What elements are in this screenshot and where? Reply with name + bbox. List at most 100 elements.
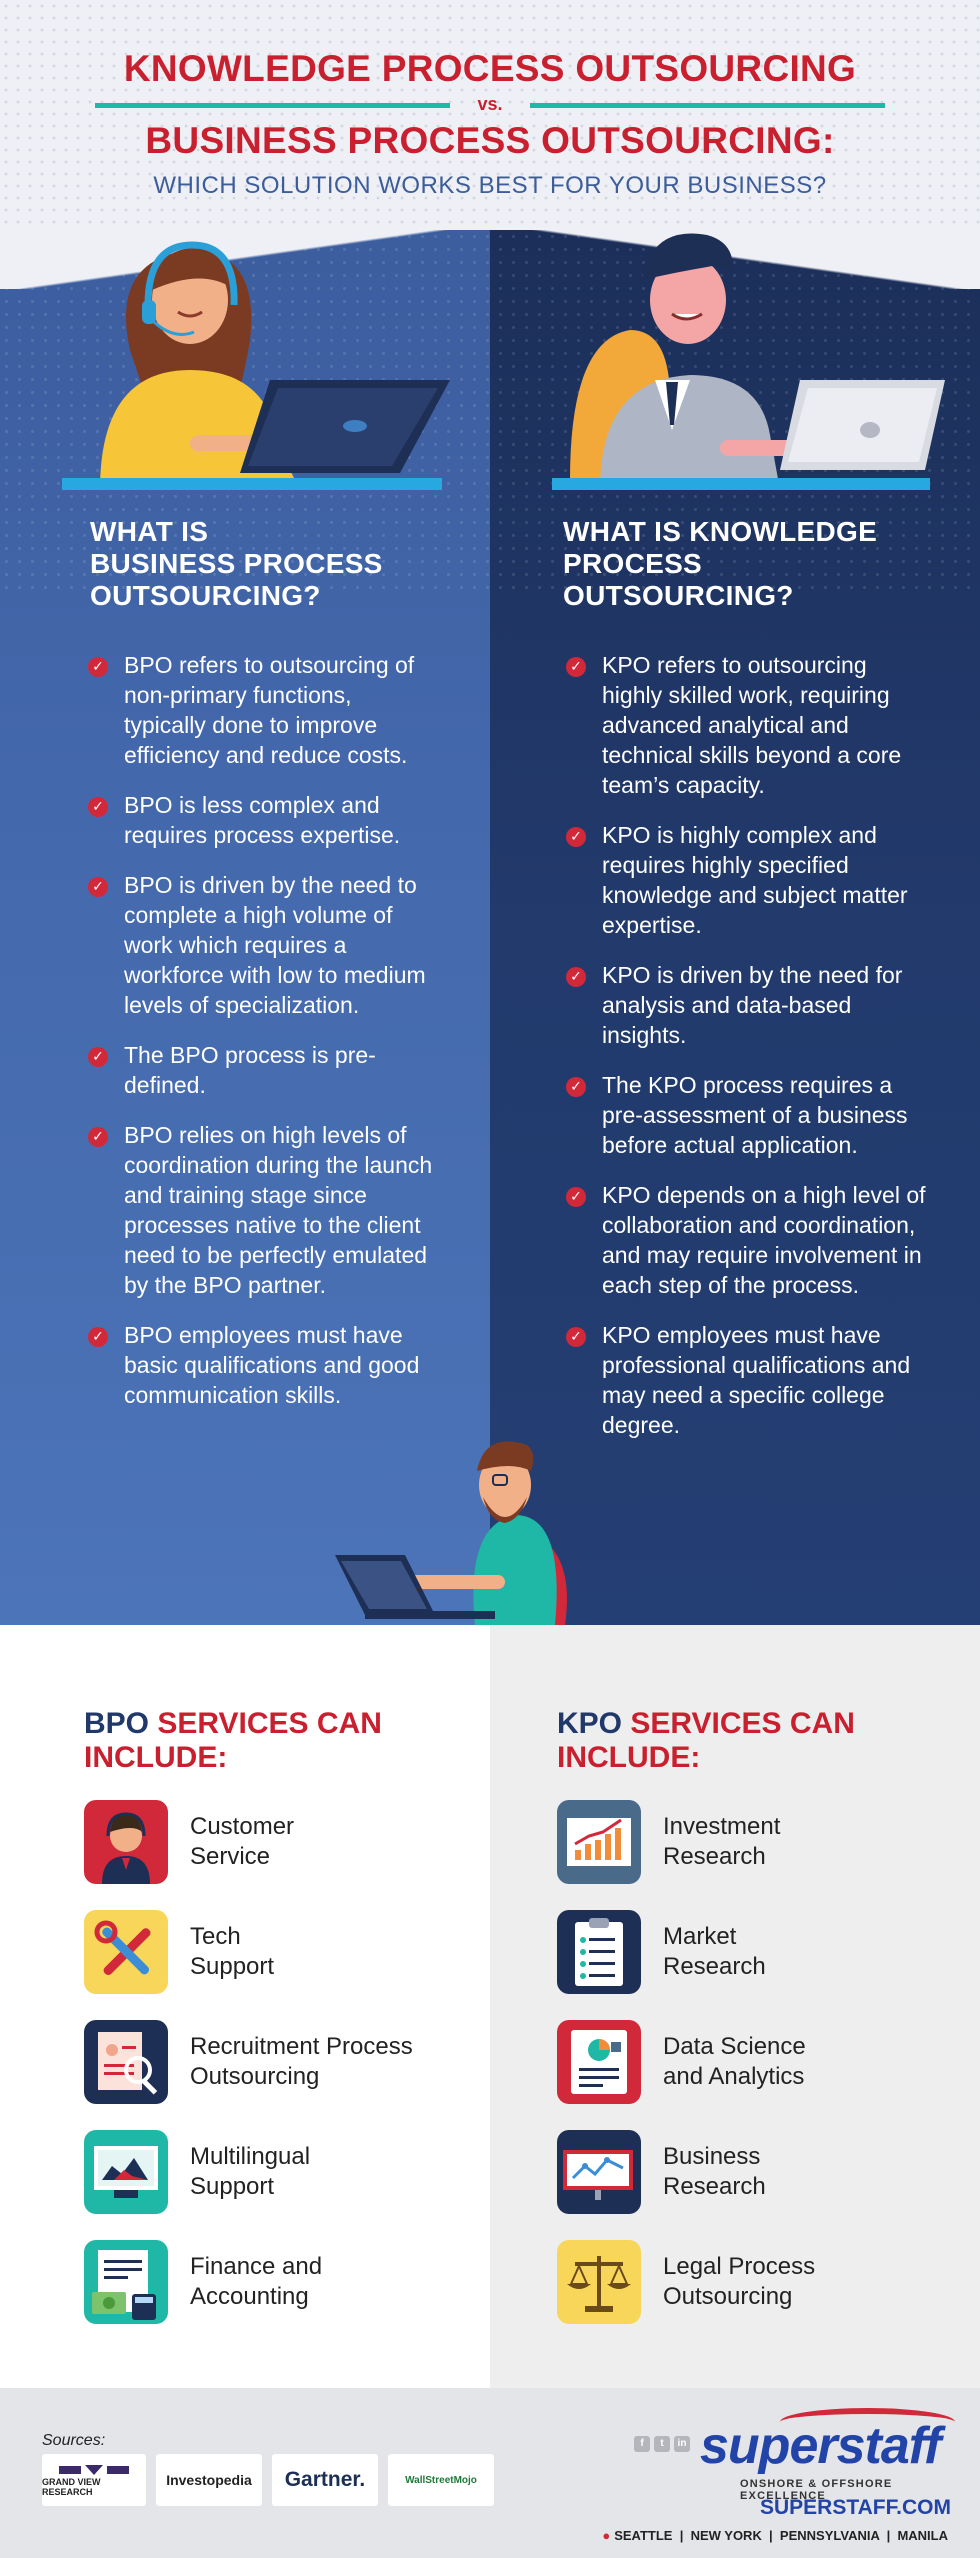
brand-tagline: ONSHORE & OFFSHORE EXCELLENCE xyxy=(740,2478,893,2502)
kpo-heading-line: OUTSOURCING? xyxy=(563,580,794,611)
desk-right xyxy=(552,478,930,490)
include-label: INCLUDE: xyxy=(557,1741,701,1774)
service-label-line: Data Science xyxy=(663,2033,806,2060)
bpo-heading-line: WHAT IS xyxy=(90,516,209,547)
twitter-icon[interactable]: t xyxy=(654,2436,670,2452)
service-label-line: Recruitment Process xyxy=(190,2033,413,2060)
service-label-line: Research xyxy=(663,1843,766,1870)
bpo-points-list: ✓ BPO refers to outsourcing of non-prima… xyxy=(88,650,438,1410)
facebook-icon[interactable]: f xyxy=(634,2436,650,2452)
bpo-heading-line: BUSINESS PROCESS xyxy=(90,548,383,579)
kpo-point: ✓ KPO is highly complex and requires hig… xyxy=(566,820,930,940)
kpo-heading: WHAT IS KNOWLEDGE PROCESS OUTSOURCING? xyxy=(563,516,877,612)
grand-view-logo-icon xyxy=(59,2465,129,2475)
checkmark-icon: ✓ xyxy=(88,797,108,817)
location: PENNSYLVANIA xyxy=(779,2528,880,2543)
kpo-heading-line: PROCESS xyxy=(563,548,703,579)
bpo-point: ✓ BPO refers to outsourcing of non-prima… xyxy=(88,650,438,770)
location: NEW YORK xyxy=(690,2528,762,2543)
website-link[interactable]: SUPERSTAFF.COM xyxy=(760,2496,951,2519)
kpo-abbr: KPO xyxy=(557,1707,623,1740)
checkmark-icon: ✓ xyxy=(88,657,108,677)
investment-chart-icon xyxy=(557,1800,641,1884)
checkmark-icon: ✓ xyxy=(566,1077,586,1097)
bpo-point: ✓ BPO is less complex and requires proce… xyxy=(88,790,438,850)
checkmark-icon: ✓ xyxy=(88,877,108,897)
kpo-services-heading: KPO SERVICES CAN INCLUDE: xyxy=(557,1707,855,1775)
title-bpo: BUSINESS PROCESS OUTSOURCING: xyxy=(145,120,835,161)
scales-icon xyxy=(557,2240,641,2324)
service-label-line: Service xyxy=(190,1843,271,1870)
kpo-point-text: KPO employees must have professional qua… xyxy=(602,1322,911,1438)
source-name: Gartner. xyxy=(284,2468,366,2491)
bpo-point-text: BPO employees must have basic qualificat… xyxy=(124,1322,420,1408)
kpo-point: ✓ KPO is driven by the need for analysis… xyxy=(566,960,930,1050)
kpo-point-text: KPO refers to outsourcing highly skilled… xyxy=(602,652,902,798)
source-logo-wallstreetmojo[interactable]: WallStreetMojo xyxy=(388,2454,494,2506)
subtitle: WHICH SOLUTION WORKS BEST FOR YOUR BUSIN… xyxy=(153,172,827,199)
bpo-point: ✓ BPO is driven by the need to complete … xyxy=(88,870,438,1020)
clipboard-icon xyxy=(557,1910,641,1994)
multilingual-icon xyxy=(84,2130,168,2214)
source-name: Investopedia xyxy=(166,2472,252,2488)
tech-support-icon xyxy=(84,1910,168,1994)
checkmark-icon: ✓ xyxy=(566,1327,586,1347)
checkmark-icon: ✓ xyxy=(566,967,586,987)
bpo-point-text: BPO refers to outsourcing of non-primary… xyxy=(124,652,415,768)
kpo-point: ✓ KPO depends on a high level of collabo… xyxy=(566,1180,930,1300)
office-locations: ●SEATTLE | NEW YORK | PENNSYLVANIA | MAN… xyxy=(602,2528,948,2543)
bpo-services-heading: BPO SERVICES CAN INCLUDE: xyxy=(84,1707,382,1775)
data-analytics-icon xyxy=(557,2020,641,2104)
kpo-point: ✓ KPO refers to outsourcing highly skill… xyxy=(566,650,930,800)
desk-left xyxy=(62,478,442,490)
bpo-services-panel xyxy=(0,1625,490,2388)
source-logo-grand-view-research[interactable]: GRAND VIEW RESEARCH xyxy=(42,2454,146,2506)
service-label-line: Market xyxy=(663,1923,737,1950)
kpo-point: ✓ The KPO process requires a pre-assessm… xyxy=(566,1070,930,1160)
service-label-line: Customer xyxy=(190,1813,295,1840)
slant-edge-left xyxy=(0,229,490,289)
slant-edge-right xyxy=(490,229,980,289)
business-chart-icon xyxy=(557,2130,641,2214)
kpo-point-text: KPO is highly complex and requires highl… xyxy=(602,822,908,938)
vs-divider: vs. xyxy=(95,94,885,118)
checkmark-icon: ✓ xyxy=(88,1327,108,1347)
services-can-label: SERVICES CAN xyxy=(622,1707,855,1740)
bpo-heading: WHAT IS BUSINESS PROCESS OUTSOURCING? xyxy=(90,516,383,612)
source-logo-investopedia[interactable]: Investopedia xyxy=(156,2454,262,2506)
bpo-point: ✓ BPO relies on high levels of coordinat… xyxy=(88,1120,438,1300)
service-label-line: Support xyxy=(190,1953,275,1980)
checkmark-icon: ✓ xyxy=(88,1047,108,1067)
header: KNOWLEDGE PROCESS OUTSOURCING vs. BUSINE… xyxy=(0,0,980,230)
service-label-line: Investment xyxy=(663,1813,781,1840)
service-label-line: Tech xyxy=(190,1923,241,1950)
location: SEATTLE xyxy=(614,2528,673,2543)
comparison-section: WHAT IS BUSINESS PROCESS OUTSOURCING? ✓ … xyxy=(0,229,980,1625)
location: MANILA xyxy=(897,2528,948,2543)
brand-swoosh-icon xyxy=(780,2408,955,2436)
service-label-line: Finance and xyxy=(190,2253,323,2280)
bpo-point: ✓ BPO employees must have basic qualific… xyxy=(88,1320,438,1410)
checkmark-icon: ✓ xyxy=(566,1187,586,1207)
linkedin-icon[interactable]: in xyxy=(674,2436,690,2452)
source-logo-gartner[interactable]: Gartner. xyxy=(272,2454,378,2506)
brand-logo[interactable]: superstaff xyxy=(700,2417,941,2475)
analyst-illustration xyxy=(570,233,945,490)
checkmark-icon: ✓ xyxy=(566,827,586,847)
footer: Sources: GRAND VIEW RESEARCH Investopedi… xyxy=(0,2388,980,2558)
